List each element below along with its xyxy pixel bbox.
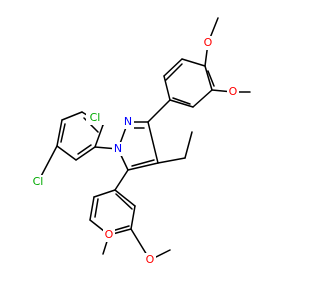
bond-29 [75, 146, 96, 161]
bond-layer [37, 17, 251, 261]
bond-22 [184, 131, 193, 159]
bond-18 [147, 121, 159, 164]
chlorine-ortho-atom: Cl [86, 111, 104, 125]
bond-42 [94, 198, 99, 218]
bond-35 [114, 169, 129, 191]
molecule-structure: O O N N Cl Cl O O [29, 17, 251, 267]
bond-10 [207, 70, 215, 87]
bond-13 [147, 99, 171, 123]
bond-28 [56, 145, 77, 161]
atom-label: Cl [33, 175, 44, 188]
methoxy-oxygen-a-atom: O [202, 36, 214, 50]
bond-20 [131, 159, 155, 167]
bond-21 [157, 157, 186, 164]
bond-31 [60, 123, 66, 143]
bond-17 [127, 162, 159, 171]
bond-11 [172, 97, 191, 105]
bond-4 [204, 65, 213, 91]
atom-label: Cl [90, 111, 101, 124]
bond-5 [192, 89, 213, 108]
bond-7 [163, 75, 171, 101]
methoxy-oxygen-c-atom: O [103, 228, 115, 242]
atom-label: O [146, 253, 155, 266]
atom-label: O [204, 36, 213, 49]
bond-27 [56, 119, 63, 147]
atom-label: N [114, 142, 122, 155]
bond-9 [181, 58, 206, 67]
bond-24 [94, 124, 104, 148]
bond-6 [169, 99, 194, 108]
bond-36 [93, 189, 116, 198]
pyrazole-nitrogen-2-atom: N [122, 115, 134, 129]
methoxy-oxygen-d-atom: O [144, 253, 156, 267]
chlorine-para-atom: Cl [29, 175, 47, 189]
bond-41 [114, 189, 136, 207]
atom-label: O [229, 85, 238, 98]
bond-37 [89, 196, 95, 221]
methoxy-oxygen-b-atom: O [227, 85, 239, 99]
atom-label: N [124, 115, 132, 128]
bond-12 [165, 63, 183, 81]
pyrazole-nitrogen-1-atom: N [112, 142, 124, 156]
bond-40 [130, 205, 136, 230]
atom-label-layer: O O N N Cl Cl O O [29, 36, 239, 267]
bond-32 [77, 144, 92, 155]
bond-44 [115, 193, 133, 210]
bond-26 [61, 111, 83, 121]
bond-8 [163, 58, 183, 77]
atom-label: O [105, 228, 114, 241]
